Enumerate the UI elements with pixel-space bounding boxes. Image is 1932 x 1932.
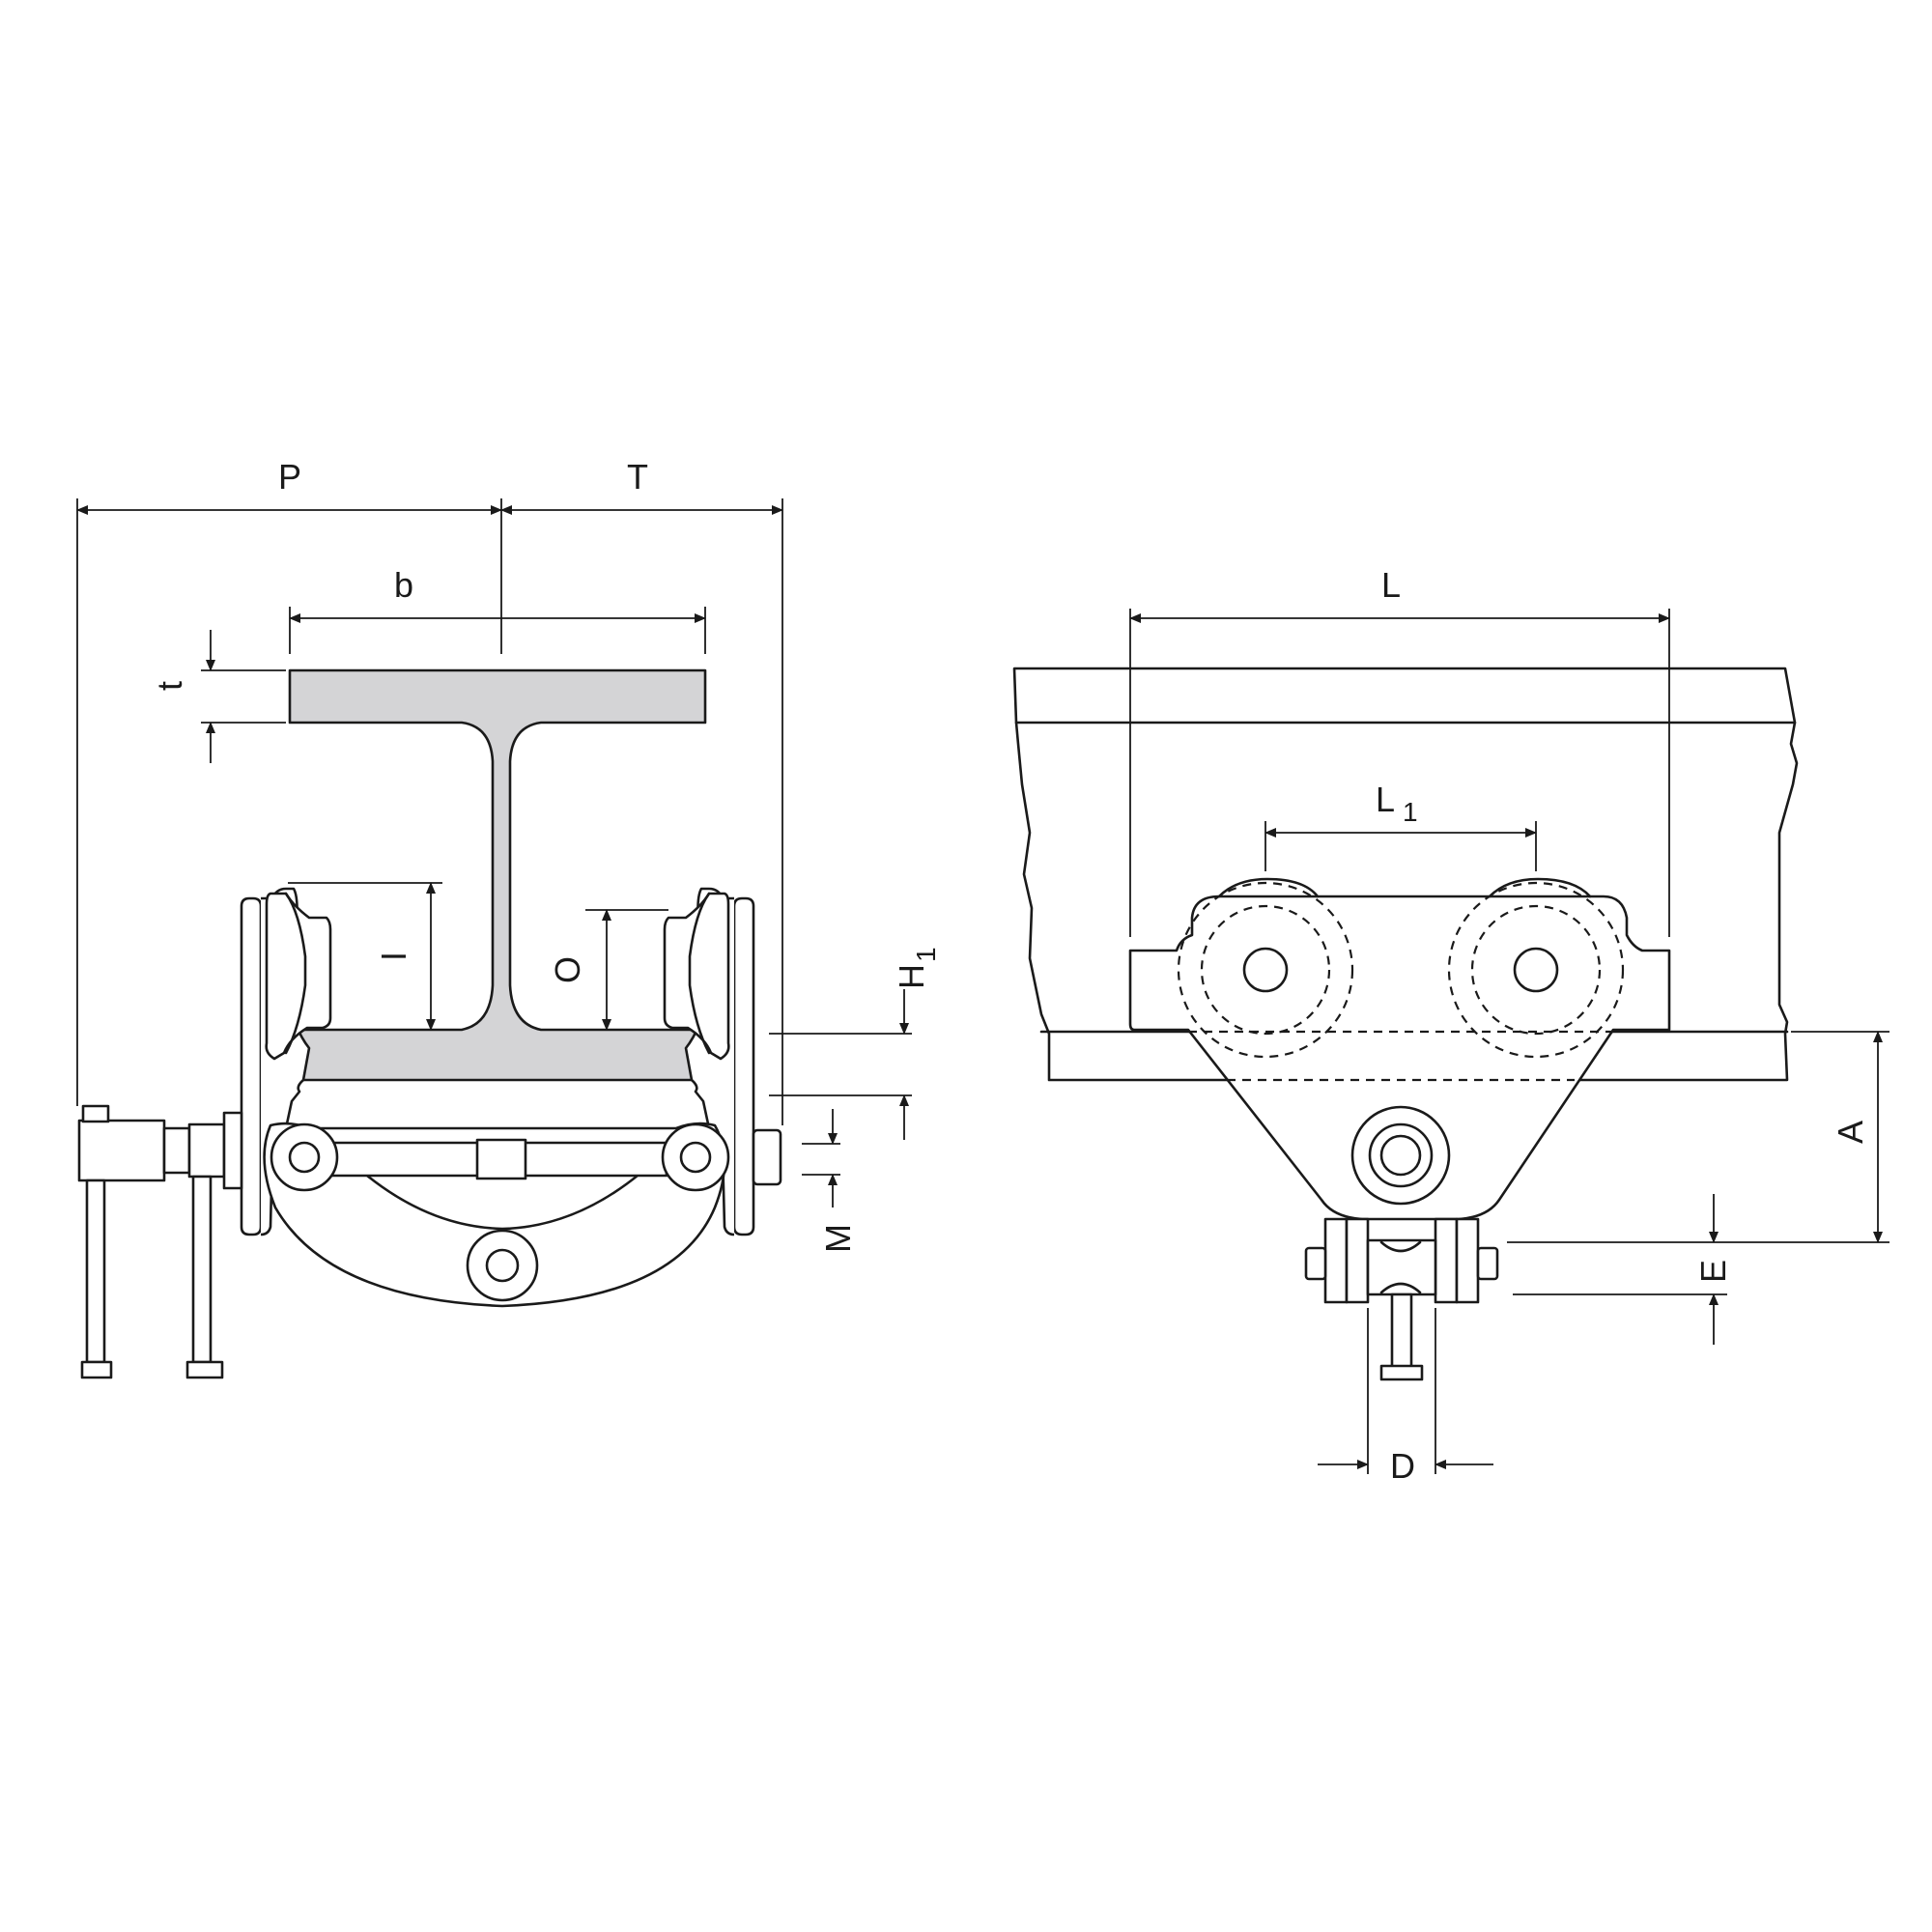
right-axle bbox=[1513, 947, 1559, 993]
shackle-left-nut bbox=[1304, 1246, 1327, 1281]
label-b: b bbox=[394, 565, 413, 605]
right-wheel bbox=[663, 892, 730, 1061]
right-wheel-top bbox=[1488, 877, 1592, 898]
label-e: E bbox=[1693, 1260, 1733, 1283]
front-view: L L 1 A E D bbox=[1012, 565, 1889, 1486]
left-wheel-top bbox=[1217, 877, 1320, 898]
shackle-pin bbox=[1366, 1238, 1437, 1296]
label-o: O bbox=[548, 956, 587, 983]
spindle-collar bbox=[187, 1122, 226, 1179]
shackle-right-plate-2 bbox=[1455, 1217, 1480, 1304]
left-wheel-hidden-outer bbox=[1177, 881, 1354, 1059]
label-m: M bbox=[818, 1224, 858, 1253]
spindle-top-cap bbox=[81, 1104, 110, 1123]
label-p: P bbox=[278, 457, 301, 497]
pivot-inner bbox=[1379, 1134, 1422, 1177]
left-bolt-inner bbox=[288, 1141, 321, 1174]
shackle-left-plate-2 bbox=[1345, 1217, 1370, 1304]
side-view: P T b t I O H 1 M bbox=[76, 457, 941, 1379]
hand-rod-right bbox=[191, 1175, 213, 1364]
right-bolt-inner bbox=[679, 1141, 712, 1174]
left-side-plate bbox=[240, 896, 263, 1236]
label-a: A bbox=[1831, 1121, 1870, 1144]
label-l1: L 1 bbox=[1376, 780, 1418, 827]
label-h1-main: H bbox=[892, 964, 931, 989]
hook-stem bbox=[1390, 1293, 1413, 1374]
right-wheel-flange bbox=[688, 892, 711, 1055]
left-wheel-flange bbox=[284, 892, 307, 1055]
right-side-plate bbox=[732, 896, 755, 1236]
crossbar-clamp bbox=[475, 1138, 527, 1180]
spindle-collar-2 bbox=[222, 1111, 243, 1190]
shackle-right-plate bbox=[1434, 1217, 1459, 1304]
spindle-nut bbox=[77, 1119, 166, 1182]
right-wheel-hidden-outer bbox=[1447, 881, 1625, 1059]
shackle-right-nut bbox=[1476, 1246, 1499, 1281]
spindle-body bbox=[162, 1126, 191, 1175]
label-h1-sub: 1 bbox=[911, 947, 941, 962]
right-hub-cap bbox=[752, 1128, 782, 1186]
label-l: L bbox=[1381, 565, 1401, 605]
hand-rod-left bbox=[85, 1179, 106, 1364]
left-wheel bbox=[265, 892, 332, 1061]
right-wheel-hidden-inner bbox=[1470, 904, 1602, 1036]
shackle-spool bbox=[1379, 1240, 1422, 1294]
hand-rod-right-foot bbox=[185, 1360, 224, 1379]
hook-foot bbox=[1379, 1364, 1424, 1381]
label-l1-sub: 1 bbox=[1403, 797, 1418, 827]
left-axle bbox=[1242, 947, 1289, 993]
label-i: I bbox=[374, 952, 413, 961]
i-beam-section bbox=[288, 668, 707, 1082]
label-d: D bbox=[1390, 1446, 1415, 1486]
crossbar-inner bbox=[336, 1148, 668, 1231]
left-wheel-hidden-inner bbox=[1200, 904, 1331, 1036]
label-h1: H 1 bbox=[892, 947, 941, 989]
pivot-outer bbox=[1350, 1105, 1451, 1206]
label-l1-main: L bbox=[1376, 780, 1395, 819]
pivot-middle bbox=[1368, 1122, 1434, 1188]
center-bolt-outer bbox=[466, 1229, 539, 1302]
left-bolt-outer bbox=[270, 1122, 339, 1192]
center-bolt-inner bbox=[485, 1248, 520, 1283]
shackle-left-plate bbox=[1323, 1217, 1349, 1304]
label-t-width: T bbox=[627, 457, 648, 497]
right-bolt-outer bbox=[661, 1122, 730, 1192]
label-t-flange: t bbox=[150, 681, 189, 691]
hand-rod-left-foot bbox=[80, 1360, 113, 1379]
